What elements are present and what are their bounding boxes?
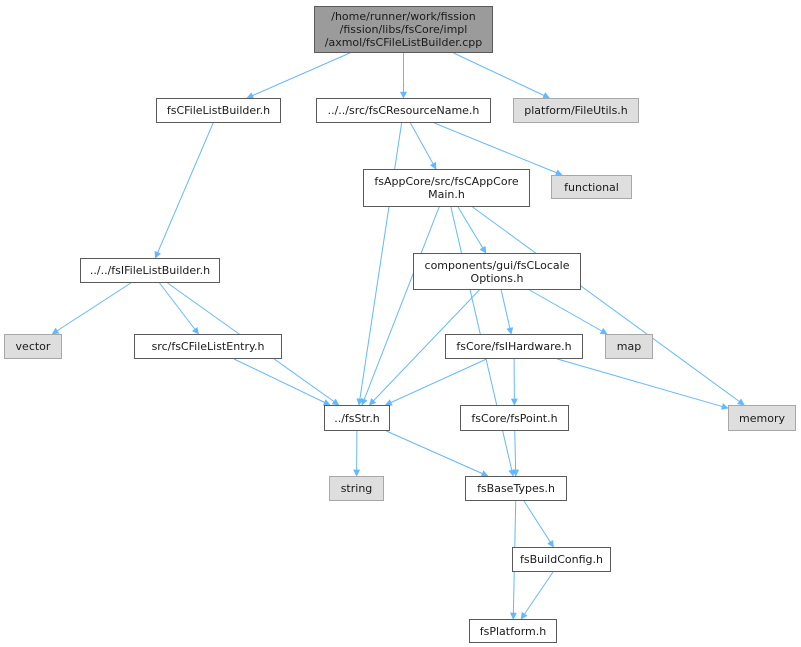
- edge-fsappcoremain_h-to-fsstr_h: [361, 206, 440, 406]
- edge-root-to-fileutils_h: [453, 52, 551, 99]
- node-fsifilelistbuilder-h[interactable]: ../../fsIFileListBuilder.h: [80, 258, 220, 283]
- edge-fsifilelistbuilder_h-to-fscfilelistentry_h: [159, 282, 199, 335]
- node-fscresourcename-h[interactable]: ../../src/fsCResourceName.h: [316, 98, 491, 123]
- edge-fsihardware_h-to-memory: [557, 358, 729, 410]
- edge-fsihardware_h-to-fsstr_h: [384, 358, 487, 406]
- edge-localeoptions_h-to-fsihardware_h: [500, 289, 514, 335]
- node-functional: functional: [551, 175, 632, 199]
- edge-fspoint_h-to-fsbasetypes_h: [512, 430, 520, 477]
- edge-root-to-fscfilelistbuilder_h: [246, 52, 351, 99]
- edge-localeoptions_h-to-map: [529, 289, 608, 335]
- node-fscfilelistentry-h[interactable]: src/fsCFileListEntry.h: [134, 334, 282, 359]
- node-fspoint-h[interactable]: fsCore/fsPoint.h: [460, 405, 569, 431]
- node-map: map: [605, 334, 653, 359]
- node-fsappcoremain-h[interactable]: fsAppCore/src/fsCAppCore Main.h: [363, 169, 530, 207]
- node-fsplatform-h[interactable]: fsPlatform.h: [469, 619, 557, 643]
- node-vector: vector: [4, 334, 62, 359]
- edge-fscfilelistentry_h-to-fsstr_h: [233, 358, 331, 406]
- edge-fsbasetypes_h-to-fsbuildconfig_h: [523, 500, 554, 548]
- edge-fsappcoremain_h-to-memory: [472, 206, 745, 406]
- node-fsihardware-h[interactable]: fsCore/fsIHardware.h: [445, 334, 583, 359]
- edge-fsifilelistbuilder_h-to-vector: [51, 282, 132, 335]
- edge-localeoptions_h-to-fsstr_h: [368, 289, 480, 406]
- node-root-file: /home/runner/work/fission /fission/libs/…: [314, 6, 493, 53]
- edge-fsstr_h-to-fsbasetypes_h: [386, 430, 489, 477]
- node-fsbuildconfig-h[interactable]: fsBuildConfig.h: [512, 547, 611, 572]
- node-fileutils-h: platform/FileUtils.h: [513, 98, 639, 123]
- edge-fscresourcename_h-to-functional: [434, 122, 563, 176]
- edge-fsbuildconfig_h-to-fsplatform_h: [520, 571, 554, 620]
- edge-fscfilelistbuilder_h-to-fsifilelistbuilder_h: [154, 122, 214, 259]
- node-string: string: [329, 476, 384, 501]
- node-localeoptions-h[interactable]: components/gui/fsCLocale Options.h: [413, 253, 581, 290]
- edge-fsappcoremain_h-to-localeoptions_h: [457, 206, 487, 254]
- node-fscfilelistbuilder-h[interactable]: fsCFileListBuilder.h: [156, 98, 281, 123]
- node-fsstr-h[interactable]: ../fsStr.h: [324, 405, 390, 431]
- edge-fscresourcename_h-to-fsstr_h: [356, 122, 403, 406]
- node-fsbasetypes-h[interactable]: fsBaseTypes.h: [465, 476, 567, 501]
- node-memory: memory: [728, 405, 796, 431]
- edge-fscresourcename_h-to-fsappcoremain_h: [409, 122, 437, 170]
